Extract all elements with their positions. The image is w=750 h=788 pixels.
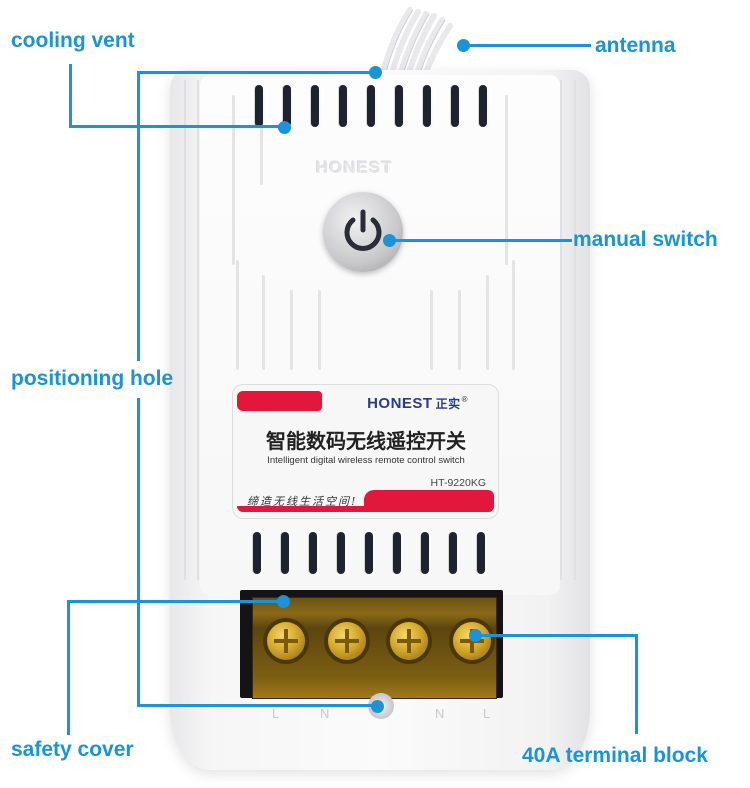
leader-line (463, 44, 591, 47)
vent-slot (421, 532, 429, 574)
embossed-logo: HONEST (316, 158, 393, 177)
model-number: HT-9220KG (430, 477, 486, 489)
leader-line (69, 125, 284, 128)
panel-groove (290, 290, 293, 370)
side-rib (184, 80, 186, 580)
leader-line (635, 634, 638, 734)
vent-slot (255, 85, 263, 127)
vent-slot (449, 532, 457, 574)
registered-mark: ® (461, 395, 468, 404)
vent-slot (451, 85, 459, 127)
vent-slot (339, 85, 347, 127)
power-icon (344, 209, 382, 251)
callout-dot (469, 629, 482, 642)
side-rib (197, 80, 199, 580)
vent-slot (395, 85, 403, 127)
terminal-label: N (320, 706, 330, 721)
brand-name: HONEST (367, 395, 433, 412)
terminal-label: L (483, 706, 491, 721)
callout-dot (277, 595, 290, 608)
leader-line (69, 64, 72, 128)
panel-groove (505, 95, 508, 265)
vent-slot (393, 532, 401, 574)
leader-line (475, 634, 638, 637)
slogan: 缔造无线生活空间! (247, 495, 358, 508)
panel-groove (512, 260, 515, 370)
leader-line (137, 704, 377, 707)
vent-slot (479, 85, 487, 127)
leader-line (137, 71, 376, 74)
vent-slot (283, 85, 291, 127)
terminal-label: L (272, 706, 280, 721)
vent-slot (281, 532, 289, 574)
callout-label: cooling vent (11, 29, 135, 52)
panel-groove (236, 260, 239, 370)
terminal-screw[interactable] (267, 622, 305, 660)
panel-groove (486, 275, 489, 370)
product-title-en: Intelligent digital wireless remote cont… (267, 455, 465, 466)
callout-label: positioning hole (11, 367, 174, 390)
callout-label: safety cover (11, 738, 134, 761)
side-rib (574, 80, 576, 580)
leader-line (137, 71, 140, 361)
vent-slot (365, 532, 373, 574)
vent-slot (311, 85, 319, 127)
panel-groove (262, 275, 265, 370)
side-rib (560, 80, 562, 580)
leader-line (67, 600, 283, 603)
callout-dot (383, 234, 396, 247)
callout-label: antenna (595, 34, 676, 57)
leader-line (137, 398, 140, 706)
vent-slot (477, 532, 485, 574)
callout-label: manual switch (573, 228, 718, 251)
panel-groove (430, 290, 433, 370)
panel-groove (232, 95, 235, 265)
panel-groove (458, 290, 461, 370)
callout-dot (278, 121, 291, 134)
terminal-screw[interactable] (390, 622, 428, 660)
callout-label: 40A terminal block (522, 744, 708, 767)
panel-groove (318, 290, 321, 370)
brand-name-cn: 正实 (435, 397, 461, 411)
terminal-label: N (435, 706, 445, 721)
vent-slot (367, 85, 375, 127)
leader-line (389, 239, 572, 242)
callout-dot (371, 700, 384, 713)
vent-slot (337, 532, 345, 574)
manual-switch-button[interactable] (323, 192, 403, 272)
vent-slot (423, 85, 431, 127)
label-red-stripe (237, 506, 494, 512)
callout-dot (369, 66, 382, 79)
panel-groove (260, 95, 263, 185)
vent-slot (309, 532, 317, 574)
terminal-screw[interactable] (328, 622, 366, 660)
product-title-cn: 智能数码无线遥控开关 (266, 429, 466, 453)
label-red-stripe (237, 391, 322, 411)
leader-line (67, 600, 70, 735)
callout-dot (457, 39, 470, 52)
vent-slot (253, 532, 261, 574)
